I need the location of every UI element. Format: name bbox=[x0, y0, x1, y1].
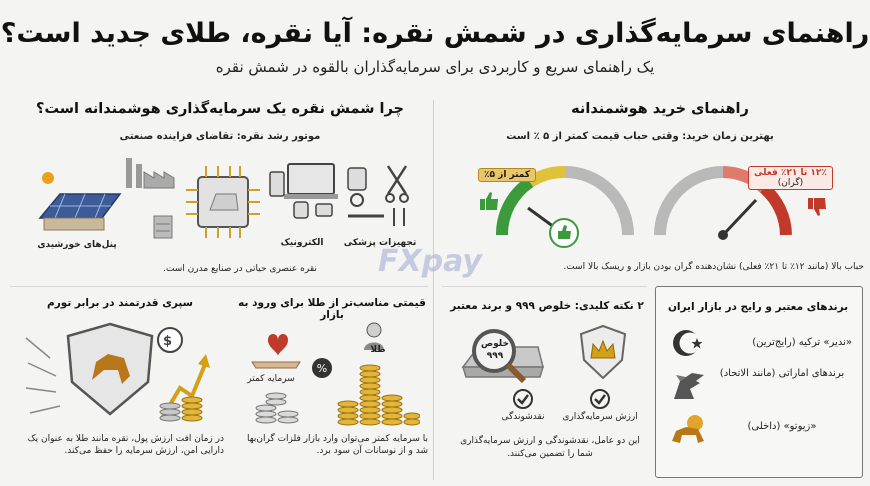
factory-icon bbox=[126, 158, 175, 189]
brand-item-uae: برندهای اماراتی (مانند الاتحاد) bbox=[719, 368, 845, 379]
high-bubble-sub: (گران) bbox=[777, 178, 804, 188]
dollar-icon: $ bbox=[163, 334, 173, 349]
brand-item-zivoto: «زیوتو» (داخلی) bbox=[747, 421, 817, 432]
electronics-label: الکترونیک bbox=[280, 238, 324, 248]
medical-label: تجهیزات پزشکی bbox=[343, 238, 417, 248]
chip-silver-bar-icon bbox=[186, 166, 260, 238]
smart-buying-heading: راهنمای خرید هوشمندانه bbox=[571, 101, 749, 117]
lion-sun-icon bbox=[672, 415, 704, 443]
high-bubble-range: ۱۲٪ تا ۲۱٪ فعلی bbox=[754, 168, 827, 178]
shield-crown-icon bbox=[579, 324, 627, 380]
fxpay-watermark: FXpay bbox=[378, 244, 482, 279]
server-icon bbox=[153, 215, 173, 239]
key-points-note: این دو عامل، نقدشوندگی و ارزش سرمایه‌گذا… bbox=[460, 436, 640, 459]
section-divider bbox=[433, 100, 434, 480]
brands-heading: برندهای معتبر و رایج در بازار ایران bbox=[667, 301, 849, 313]
growth-engine-text: موتور رشد نقره: تقاضای فزاینده صنعتی bbox=[119, 131, 321, 142]
divider-right bbox=[442, 286, 647, 287]
page-subtitle: یک راهنمای سریع و کاربردی برای سرمایه‌گذ… bbox=[215, 58, 655, 76]
divider-left bbox=[10, 286, 428, 287]
inflation-note: در زمان افت ارزش پول، نقره مانند طلا به … bbox=[27, 434, 224, 456]
purity-stamp-label: خلوص bbox=[481, 339, 509, 349]
electronics-icon bbox=[269, 163, 338, 219]
inflation-heading: سپری قدرتمند در برابر تورم bbox=[47, 297, 193, 309]
gold-label: طلا bbox=[370, 345, 386, 355]
brand-item-nadir: «ندیر» ترکیه (رایج‌ترین) bbox=[752, 337, 852, 348]
solar-label: پنل‌های خورشیدی bbox=[37, 240, 117, 250]
industry-note: نقره عنصری حیاتی در صنایع مدرن است. bbox=[163, 264, 317, 274]
price-note: با سرمایه کمتر می‌توان وارد بازار فلزات … bbox=[246, 434, 428, 456]
hand-ok-icon bbox=[549, 218, 579, 248]
less-capital-label: سرمایه کمتر bbox=[247, 374, 295, 384]
check-icon-value bbox=[590, 389, 610, 409]
thumbs-down-icon bbox=[808, 198, 826, 216]
key-points-heading: ۲ نکته کلیدی: خلوص ۹۹۹ و برند معتبر bbox=[450, 300, 644, 312]
price-heading: قیمتی مناسب‌تر از طلا برای ورود به بازار bbox=[238, 297, 426, 321]
crescent-star-icon bbox=[673, 330, 703, 356]
bubble-note: حباب بالا (مانند ۱۲٪ تا ۲۱٪ فعلی) نشان‌د… bbox=[563, 262, 864, 272]
capital-comparison-illustration: % bbox=[251, 322, 420, 426]
svg-text:%: % bbox=[317, 362, 327, 375]
low-bubble-badge: کمتر از ۵٪ bbox=[478, 168, 537, 182]
purity-stamp-value: ۹۹۹ bbox=[486, 351, 504, 361]
best-time-text: بهترین زمان خرید: وقتی حباب قیمت کمتر از… bbox=[506, 131, 774, 142]
high-bubble-gauge bbox=[654, 166, 792, 240]
liquidity-label: نقدشوندگی bbox=[501, 412, 545, 422]
medical-tools-icon bbox=[347, 165, 409, 226]
purity-stamp: خلوص ۹۹۹ bbox=[478, 338, 512, 362]
why-silver-heading: چرا شمش نقره یک سرمایه‌گذاری هوشمندانه ا… bbox=[36, 101, 404, 117]
inflation-shield-illustration bbox=[25, 322, 210, 422]
falcon-icon bbox=[674, 373, 704, 399]
high-bubble-badge: ۱۲٪ تا ۲۱٪ فعلی (گران) bbox=[748, 166, 833, 190]
check-icon-liquidity bbox=[513, 389, 533, 409]
brands-box: برندهای معتبر و رایج در بازار ایران «ندی… bbox=[655, 286, 863, 478]
investment-value-label: ارزش سرمایه‌گذاری bbox=[562, 412, 638, 422]
page-title: راهنمای سرمایه‌گذاری در شمش نقره: آیا نق… bbox=[0, 18, 870, 49]
magnifier-icon bbox=[472, 329, 527, 384]
solar-panel-icon bbox=[38, 172, 122, 231]
thumbs-up-icon bbox=[480, 192, 498, 210]
